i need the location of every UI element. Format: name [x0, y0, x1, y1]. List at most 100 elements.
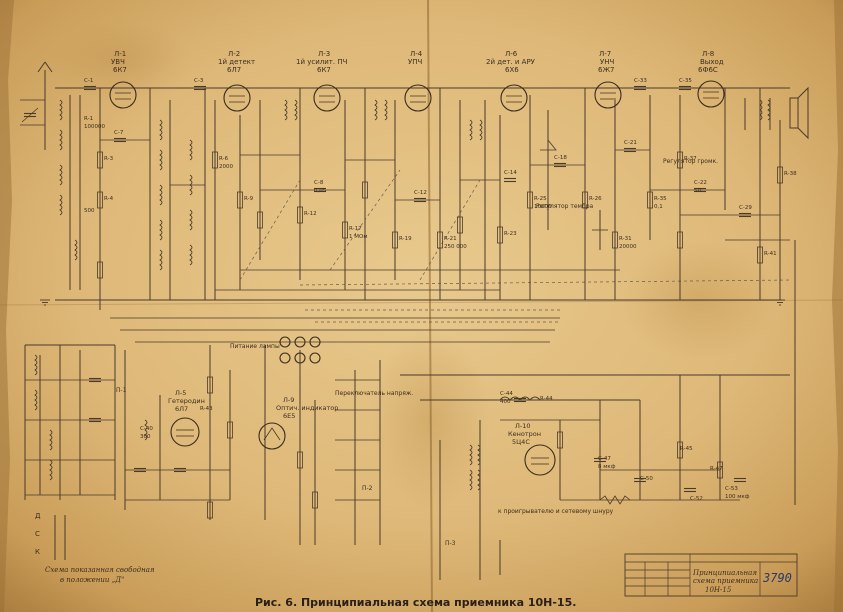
svg-text:C-21: C-21: [624, 140, 637, 146]
svg-text:20000: 20000: [619, 244, 637, 250]
stain: [50, 20, 190, 100]
svg-text:6К7: 6К7: [317, 66, 331, 74]
svg-text:С: С: [35, 530, 40, 538]
svg-text:Л-9: Л-9: [283, 396, 294, 404]
svg-text:C-14: C-14: [504, 170, 517, 176]
tube-label: Л-2 1й детект 6Л7: [218, 50, 255, 74]
volume-control-label: Регулятор громк.: [663, 158, 718, 165]
svg-text:Л-3: Л-3: [318, 50, 330, 58]
tube-label: Л-6 2й дет. и АРУ 6Х6: [486, 50, 536, 74]
components-bottom: [34, 354, 747, 519]
svg-text:100000: 100000: [84, 124, 105, 130]
svg-text:C-7: C-7: [114, 130, 124, 136]
svg-text:250 000: 250 000: [444, 244, 467, 250]
switch-labels: Переключатель напряж. П-1 П-2 П-3 к прои…: [116, 387, 614, 547]
svg-text:500: 500: [84, 208, 95, 214]
svg-text:300: 300: [140, 434, 151, 440]
note: Схема показанная свободная в положении „…: [45, 566, 155, 584]
svg-text:П-3: П-3: [445, 540, 456, 547]
svg-text:R-47: R-47: [710, 466, 723, 472]
svg-text:Выход: Выход: [700, 58, 724, 66]
svg-text:C-12: C-12: [414, 190, 427, 196]
svg-text:C-52: C-52: [690, 496, 703, 502]
svg-text:R-21: R-21: [444, 236, 457, 242]
tube-labels-bottom: Л-5 Гетеродин 6Л7 Л-9 Оптич. индикатор 6…: [168, 389, 541, 446]
svg-text:6Ж7: 6Ж7: [598, 66, 614, 74]
svg-text:Гетеродин: Гетеродин: [168, 397, 205, 405]
svg-text:Схема показанная свободная: Схема показанная свободная: [45, 566, 155, 574]
svg-text:R-9: R-9: [244, 196, 254, 202]
svg-text:5Ц4С: 5Ц4С: [512, 438, 530, 446]
power-lamp-label: Питание лампы: [230, 343, 280, 350]
position-markers: Д С К: [35, 512, 66, 560]
svg-text:R-31: R-31: [619, 236, 632, 242]
tube-labels-top: Л-1 УВЧ 6К7 Л-2 1й детект 6Л7 Л-3 1й уси…: [111, 50, 724, 74]
svg-text:6Л7: 6Л7: [227, 66, 241, 74]
svg-text:C-29: C-29: [739, 205, 752, 211]
component-refs: R-1 R-3 R-4 R-6 R-9 R-12 R-17 R-19 R-21 …: [84, 78, 797, 502]
tube-label: Л-4 УПЧ: [408, 50, 423, 66]
svg-text:УНЧ: УНЧ: [600, 58, 615, 66]
svg-text:R-41: R-41: [764, 251, 777, 257]
svg-text:схема приемника: схема приемника: [693, 577, 758, 585]
svg-text:50: 50: [694, 188, 701, 194]
svg-text:Л-7: Л-7: [599, 50, 611, 58]
svg-text:Л-6: Л-6: [505, 50, 518, 58]
svg-text:Л-10: Л-10: [515, 422, 531, 430]
tube-label: Л-9 Оптич. индикатор 6Е5: [276, 396, 338, 420]
svg-text:R-35: R-35: [654, 196, 667, 202]
svg-text:0,1: 0,1: [654, 204, 663, 210]
svg-text:C-3: C-3: [194, 78, 204, 84]
paper-edge-left: [0, 0, 14, 612]
svg-text:6К7: 6К7: [113, 66, 127, 74]
svg-text:C-53: C-53: [725, 486, 738, 492]
svg-text:6Е5: 6Е5: [283, 412, 295, 420]
svg-text:Л-5: Л-5: [175, 389, 186, 397]
pickup-label: к проигрывателю и сетевому шнуру: [498, 508, 614, 515]
svg-text:R-23: R-23: [504, 231, 517, 237]
tubes-bottom: [170, 336, 556, 476]
svg-text:400: 400: [500, 399, 511, 405]
tubes-top: [109, 80, 725, 112]
center-fold: [427, 0, 433, 612]
svg-text:6Ф6С: 6Ф6С: [698, 66, 718, 74]
svg-text:10000: 10000: [534, 204, 552, 210]
svg-text:0,05: 0,05: [314, 188, 327, 194]
svg-text:Л-1: Л-1: [114, 50, 126, 58]
svg-text:6Х6: 6Х6: [505, 66, 519, 74]
svg-text:в положении „Д": в положении „Д": [60, 576, 124, 584]
control-labels: Регулятор тембра Регулятор громк. Питани…: [230, 158, 718, 350]
svg-text:C-18: C-18: [554, 155, 567, 161]
tone-control-label: Регулятор тембра: [536, 203, 594, 210]
svg-text:R-17: R-17: [349, 226, 362, 232]
wiring-bottom: [24, 240, 796, 580]
svg-text:R-12: R-12: [304, 211, 317, 217]
paper-edge-right: [832, 0, 843, 612]
svg-text:R-19: R-19: [399, 236, 412, 242]
svg-text:1й усилит. ПЧ: 1й усилит. ПЧ: [296, 58, 348, 66]
svg-text:УВЧ: УВЧ: [111, 58, 125, 66]
tube-label: Л-1 УВЧ 6К7: [111, 50, 127, 74]
voltage-switch-label: Переключатель напряж.: [335, 390, 413, 397]
svg-text:П-1: П-1: [116, 387, 127, 394]
svg-text:1 МОм: 1 МОм: [349, 234, 367, 240]
svg-text:R-26: R-26: [589, 196, 602, 202]
svg-text:100 мкф: 100 мкф: [725, 494, 750, 500]
svg-text:2й дет. и АРУ: 2й дет. и АРУ: [486, 58, 536, 66]
svg-text:УПЧ: УПЧ: [408, 58, 423, 66]
svg-text:R-45: R-45: [680, 446, 693, 452]
svg-text:R-38: R-38: [784, 171, 797, 177]
stamp-number: 3790: [762, 571, 792, 585]
svg-text:R-43: R-43: [200, 406, 213, 412]
svg-text:R-25: R-25: [534, 196, 547, 202]
svg-text:R-1: R-1: [84, 116, 93, 122]
svg-text:C-8: C-8: [314, 180, 324, 186]
svg-text:1й детект: 1й детект: [218, 58, 255, 66]
svg-text:R-37: R-37: [684, 156, 697, 162]
tube-label: Л-8 Выход 6Ф6С: [698, 50, 724, 74]
svg-text:П-2: П-2: [362, 485, 373, 492]
tube-label: Л-7 УНЧ 6Ж7: [598, 50, 615, 74]
svg-text:Л-2: Л-2: [228, 50, 240, 58]
svg-text:R-4: R-4: [104, 196, 114, 202]
